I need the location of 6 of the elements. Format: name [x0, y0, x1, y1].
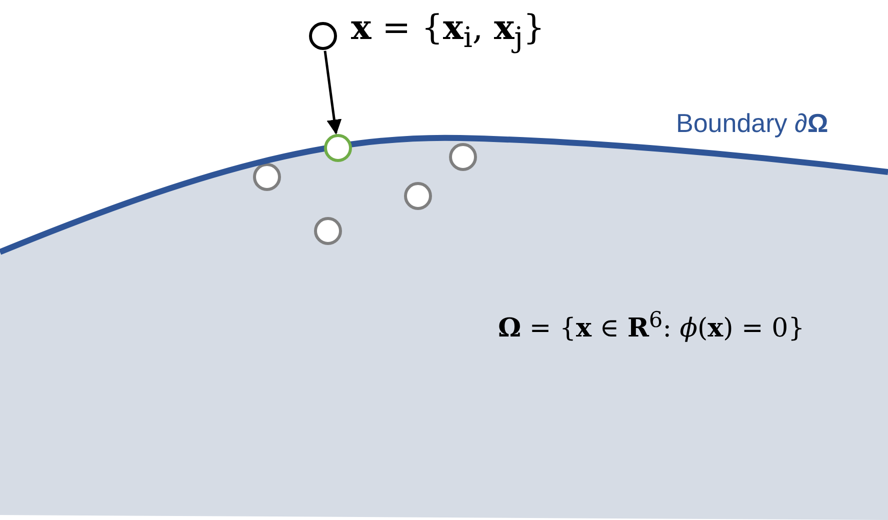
domain-formula: Ω = {x ∈ R$^{6}$: ϕ(x) = 0} — [498, 308, 805, 344]
point-circle — [309, 22, 337, 50]
arrow — [324, 50, 342, 135]
point-set-formula: x = {x$_{i}$, x$_{j}$} — [351, 8, 545, 54]
boundary-point-circle — [324, 134, 352, 162]
boundary-label: Boundary ∂Ω — [676, 108, 828, 139]
